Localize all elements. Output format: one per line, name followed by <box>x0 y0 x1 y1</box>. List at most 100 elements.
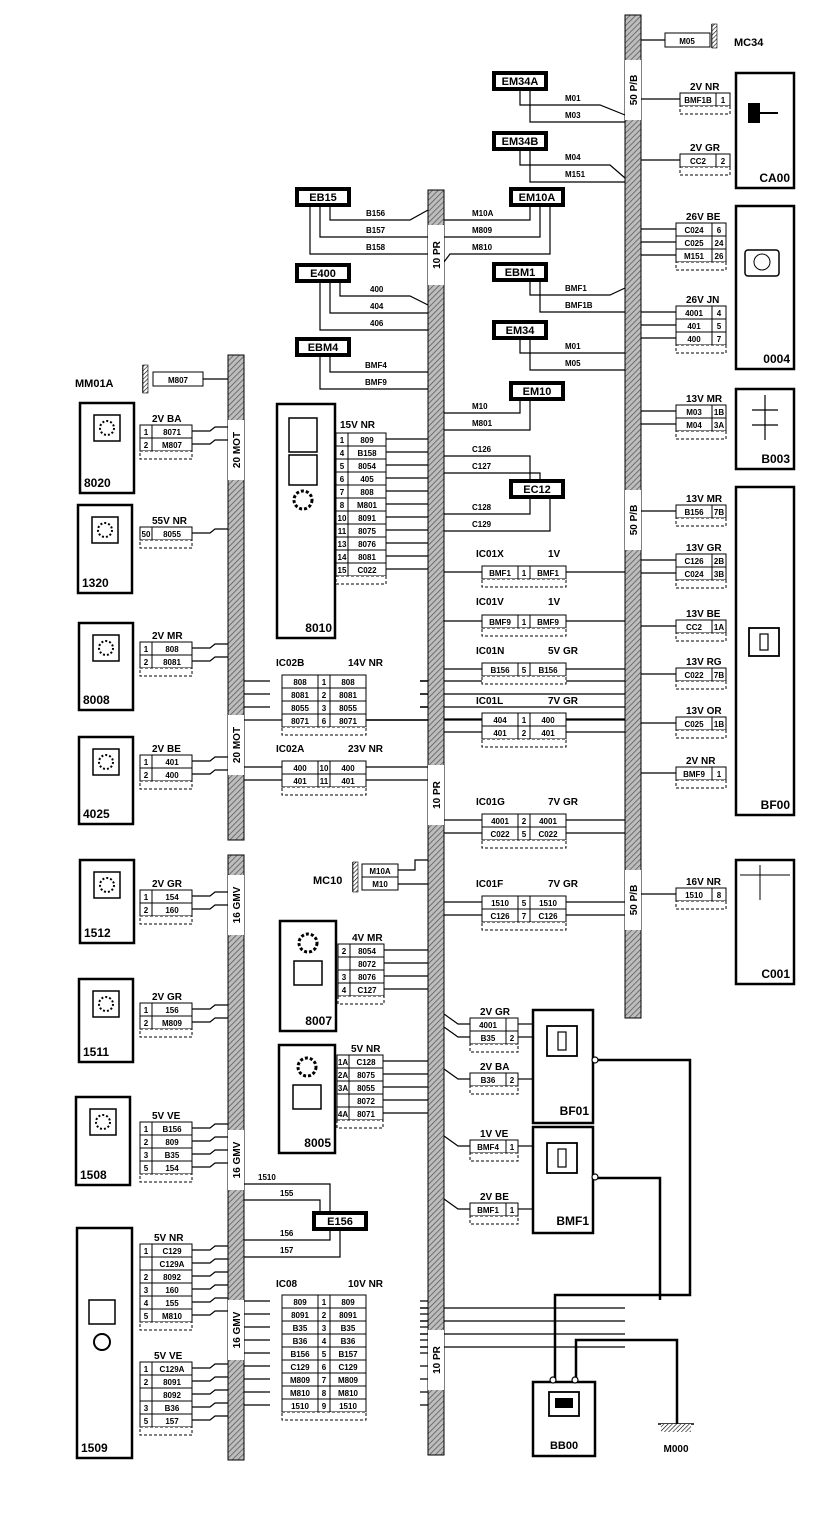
harness-label: 20 MOT <box>228 715 244 775</box>
key-icon <box>748 103 760 123</box>
right-pin-b: 7B <box>714 508 724 517</box>
right-pin-b: 3B <box>714 570 724 579</box>
pin-wire: 405 <box>360 475 374 484</box>
inline-pin: 11 <box>320 777 329 786</box>
fan-icon <box>292 489 314 511</box>
wire <box>398 859 428 871</box>
connector-header: 1V VE <box>480 1129 509 1140</box>
right-pin-a: CC2 <box>686 623 703 632</box>
device-icon <box>92 748 120 776</box>
device-icon <box>93 414 121 442</box>
inline-pin: C126 <box>538 912 558 921</box>
inline-pin: 4001 <box>539 817 557 826</box>
connector-header: 5V VE <box>152 1111 181 1122</box>
wire-tag <box>664 32 711 48</box>
inline-pin: 2 <box>522 729 527 738</box>
connector-tail <box>679 166 731 176</box>
pin-wire: B35 <box>165 1151 180 1160</box>
inline-pin: 808 <box>293 678 307 687</box>
pin-number: 50 <box>142 530 151 539</box>
pin-number: 2 <box>144 441 149 450</box>
inline-pin: BMF1 <box>489 569 511 578</box>
wire <box>192 1271 228 1277</box>
sensor-icon <box>288 417 318 453</box>
pin-number: 2 <box>342 947 347 956</box>
right-pin-a: 400 <box>687 335 701 344</box>
connector-header: 13V RG <box>686 657 722 668</box>
inline-pin: 6 <box>322 717 327 726</box>
wire <box>192 1017 228 1023</box>
pin-wire: B158 <box>357 449 377 458</box>
pin-number: 13 <box>338 540 347 549</box>
wire-label: M03 <box>565 111 581 120</box>
wire <box>192 1149 228 1155</box>
right-pin-b: 1B <box>714 408 724 417</box>
inline-code: IC01F <box>476 879 503 890</box>
wire <box>319 205 428 238</box>
inline-pin: 1 <box>322 1298 327 1307</box>
device-icon <box>95 1114 111 1130</box>
component-code: 8008 <box>83 693 110 707</box>
right-pin-b: 1 <box>721 96 726 105</box>
connector-tail <box>281 786 367 796</box>
connector-header: 15V NR <box>340 420 376 431</box>
pin-wire: M801 <box>357 501 378 510</box>
pin-number: 2 <box>510 1076 515 1085</box>
splice-em10a <box>509 187 565 207</box>
wire <box>444 399 521 414</box>
component-code: B003 <box>761 452 790 466</box>
pin-wire: 8071 <box>357 1110 375 1119</box>
pin-wire: 809 <box>360 436 374 445</box>
pin-wire: 8092 <box>163 1391 181 1400</box>
connector-header: 13V GR <box>686 543 722 554</box>
pin-number: 1 <box>144 1247 149 1256</box>
connector-tail <box>336 1119 384 1129</box>
wire <box>192 1402 228 1408</box>
pin-number: 2 <box>510 1034 515 1043</box>
wire-label: B157 <box>366 226 386 235</box>
wire <box>244 1199 321 1213</box>
pin-number: 1 <box>144 1006 149 1015</box>
component-code: BMF1 <box>556 1214 589 1228</box>
inline-pin: 1510 <box>491 899 509 908</box>
pin-cell <box>336 1093 350 1108</box>
harness-label-bg <box>625 870 641 930</box>
pin-number: 7 <box>340 488 345 497</box>
pin-wire: 154 <box>165 893 179 902</box>
pin-wire: B156 <box>162 1125 182 1134</box>
connector-header: 13V MR <box>686 494 723 505</box>
device-icon <box>99 877 115 893</box>
ground-icon <box>661 1424 691 1432</box>
component-1509 <box>75 1226 134 1460</box>
inline-code: IC01N <box>476 646 504 657</box>
component-code: 0004 <box>763 352 790 366</box>
inline-pin: 8091 <box>291 1311 309 1320</box>
inline-code: IC02B <box>276 658 304 669</box>
wire-label: 156 <box>280 1229 294 1238</box>
splice-ebm4 <box>295 337 351 357</box>
pin-number: 4 <box>144 1299 149 1308</box>
connector-tail <box>481 921 567 931</box>
ground-wire: M10 <box>372 880 388 889</box>
connector-header: 2V GR <box>690 143 721 154</box>
wire <box>192 904 228 910</box>
harness-name: 16 GMV <box>232 886 243 923</box>
wire-label: M05 <box>565 359 581 368</box>
pin-cell <box>337 956 351 971</box>
splice-em10 <box>509 381 565 401</box>
pin-wire: 8075 <box>358 527 376 536</box>
inline-size: 7V GR <box>548 696 579 707</box>
inline-pin: 8 <box>322 1389 327 1398</box>
wire-label: C129 <box>472 520 492 529</box>
inline-pin: 401 <box>293 777 307 786</box>
fuse-icon <box>748 627 780 657</box>
wire <box>192 1162 228 1168</box>
wire <box>444 497 531 515</box>
harness-name: 20 MOT <box>232 727 243 763</box>
connector-header: 2V GR <box>480 1007 511 1018</box>
wire <box>192 528 228 534</box>
pin-number: 1 <box>510 1143 515 1152</box>
inline-pin: 5 <box>522 899 527 908</box>
device-icon <box>98 996 114 1012</box>
connector-header: 5V NR <box>351 1044 381 1055</box>
